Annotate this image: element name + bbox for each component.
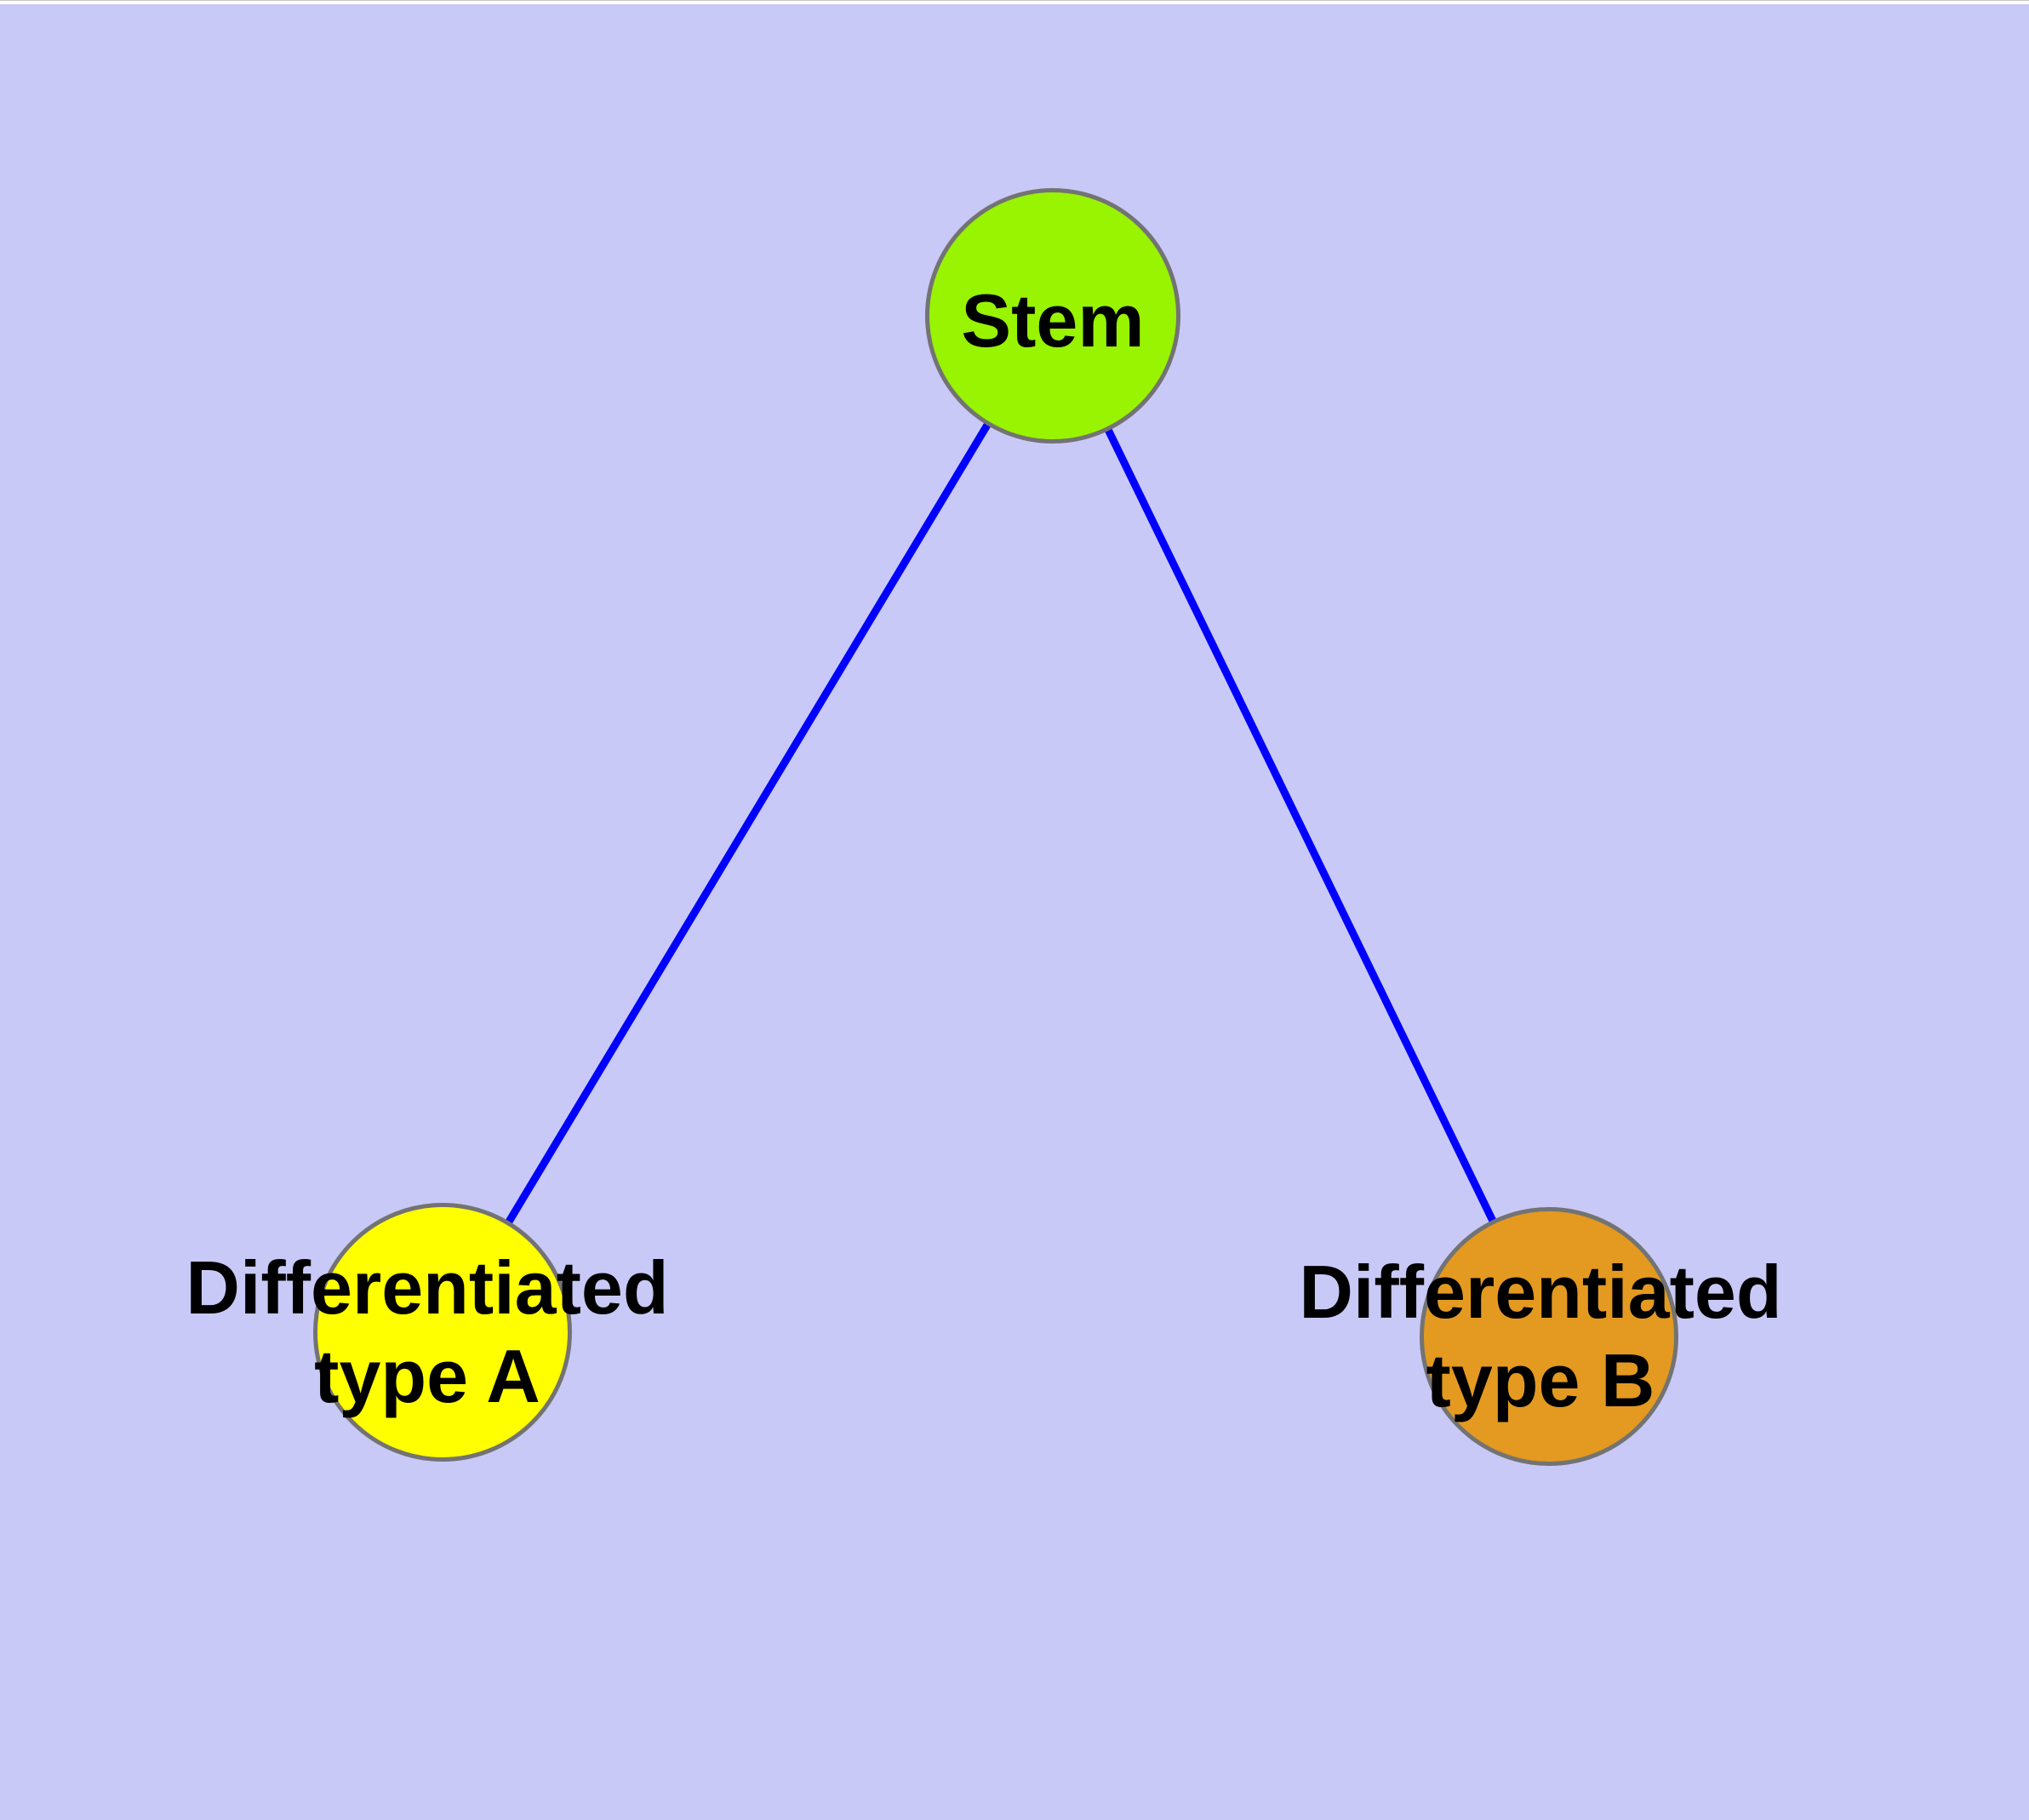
window-top-strip xyxy=(0,0,2029,4)
edge-stem-to-type-b[interactable] xyxy=(1049,314,1553,1338)
node-stem-label: Stem xyxy=(961,278,1145,363)
node-differentiated-type-a[interactable]: Differentiated type A xyxy=(186,1203,669,1462)
node-differentiated-type-b[interactable]: Differentiated type B xyxy=(1299,1207,1782,1466)
node-differentiated-type-a-label: Differentiated type A xyxy=(186,1245,669,1418)
node-differentiated-type-b-label: Differentiated type B xyxy=(1299,1250,1782,1422)
node-stem[interactable]: Stem xyxy=(925,188,1180,444)
edge-stem-to-type-a[interactable] xyxy=(439,313,1056,1335)
